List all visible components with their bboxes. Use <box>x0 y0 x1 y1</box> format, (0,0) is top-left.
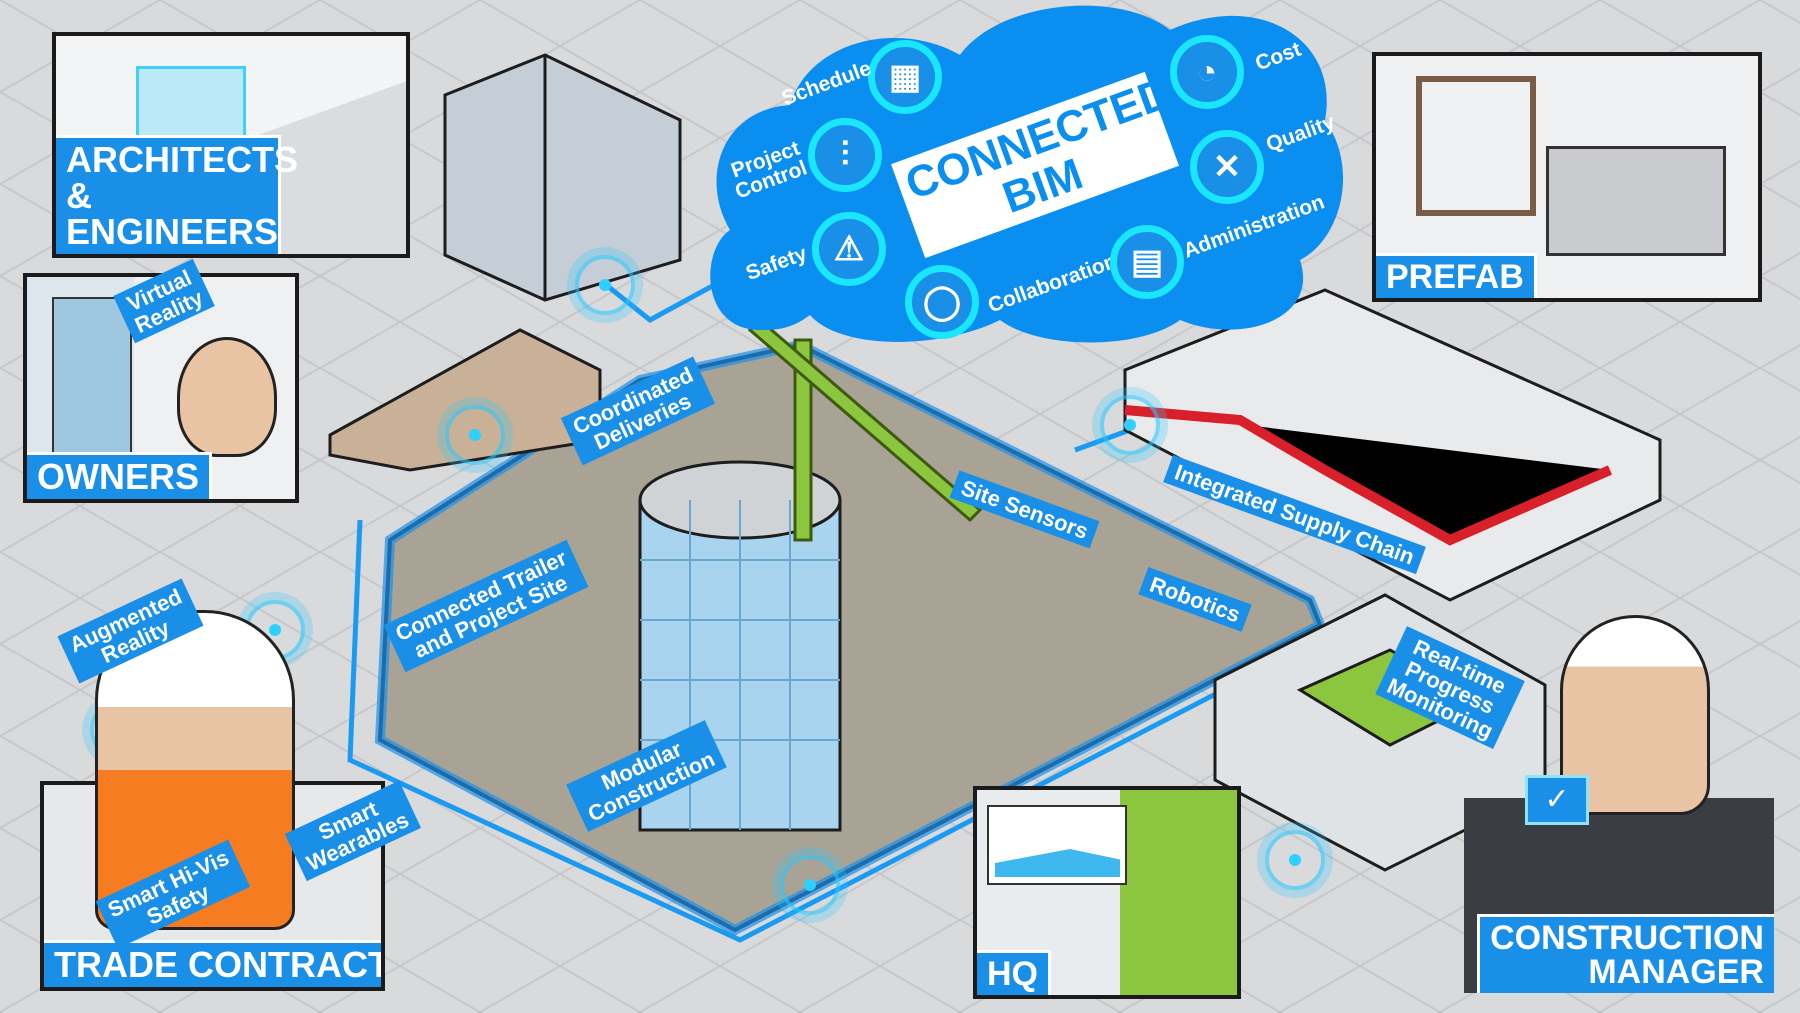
hq-panel: HQ <box>973 786 1241 999</box>
prefab-module <box>1546 146 1726 256</box>
prefab-frame <box>1416 76 1536 216</box>
architects-engineers-label: ARCHITECTS & ENGINEERS <box>56 135 298 254</box>
share-network-icon[interactable]: ◯ <box>905 265 979 339</box>
office-building <box>443 53 682 302</box>
warning-triangle-icon[interactable]: ⚠ <box>812 212 886 286</box>
tower-model <box>52 297 132 457</box>
calendar-clock-icon[interactable]: ▦ <box>868 40 942 114</box>
hq-label: HQ <box>977 950 1051 995</box>
sensor-signal-icon <box>1265 830 1325 890</box>
architects-engineers-panel: ARCHITECTS & ENGINEERS <box>52 32 410 258</box>
trade-contractor-label: TRADE CONTRACTOR <box>44 940 381 987</box>
prefab-label: PREFAB <box>1376 253 1537 298</box>
chart-pie-icon[interactable]: ◔ <box>1170 35 1244 109</box>
sensor-signal-icon <box>575 255 635 315</box>
sliders-icon[interactable]: ⫶ <box>808 118 882 192</box>
cm-label-line2: MANAGER <box>1588 953 1764 991</box>
sensor-signal-icon <box>445 405 505 465</box>
owner-with-vr-headset <box>177 337 277 457</box>
prefab-panel: PREFAB <box>1372 52 1762 302</box>
sensor-signal-icon <box>780 855 840 915</box>
ruler-pencil-icon[interactable]: ✕ <box>1190 130 1264 204</box>
trade-contractor-panel: TRADE CONTRACTOR <box>40 781 385 991</box>
dashboard-screen <box>987 805 1127 885</box>
prefab-scene <box>1376 56 1758 298</box>
central-tower <box>638 460 842 832</box>
check-icon[interactable]: ✓ <box>1525 775 1589 825</box>
construction-manager-label: CONSTRUCTION MANAGER <box>1477 914 1774 993</box>
connected-bim-cloud: CONNECTED BIM ▦ Schedule ⫶ Project Contr… <box>700 0 1345 350</box>
cm-label-line1: CONSTRUCTION <box>1490 919 1764 957</box>
dashboard-area-chart <box>995 849 1120 877</box>
owners-label: OWNERS <box>27 452 212 499</box>
sensor-signal-icon <box>1100 395 1160 455</box>
prefab-factory <box>1123 288 1662 602</box>
construction-manager-panel: CONSTRUCTION MANAGER <box>1464 798 1774 993</box>
documents-lock-icon[interactable]: ▤ <box>1110 225 1184 299</box>
